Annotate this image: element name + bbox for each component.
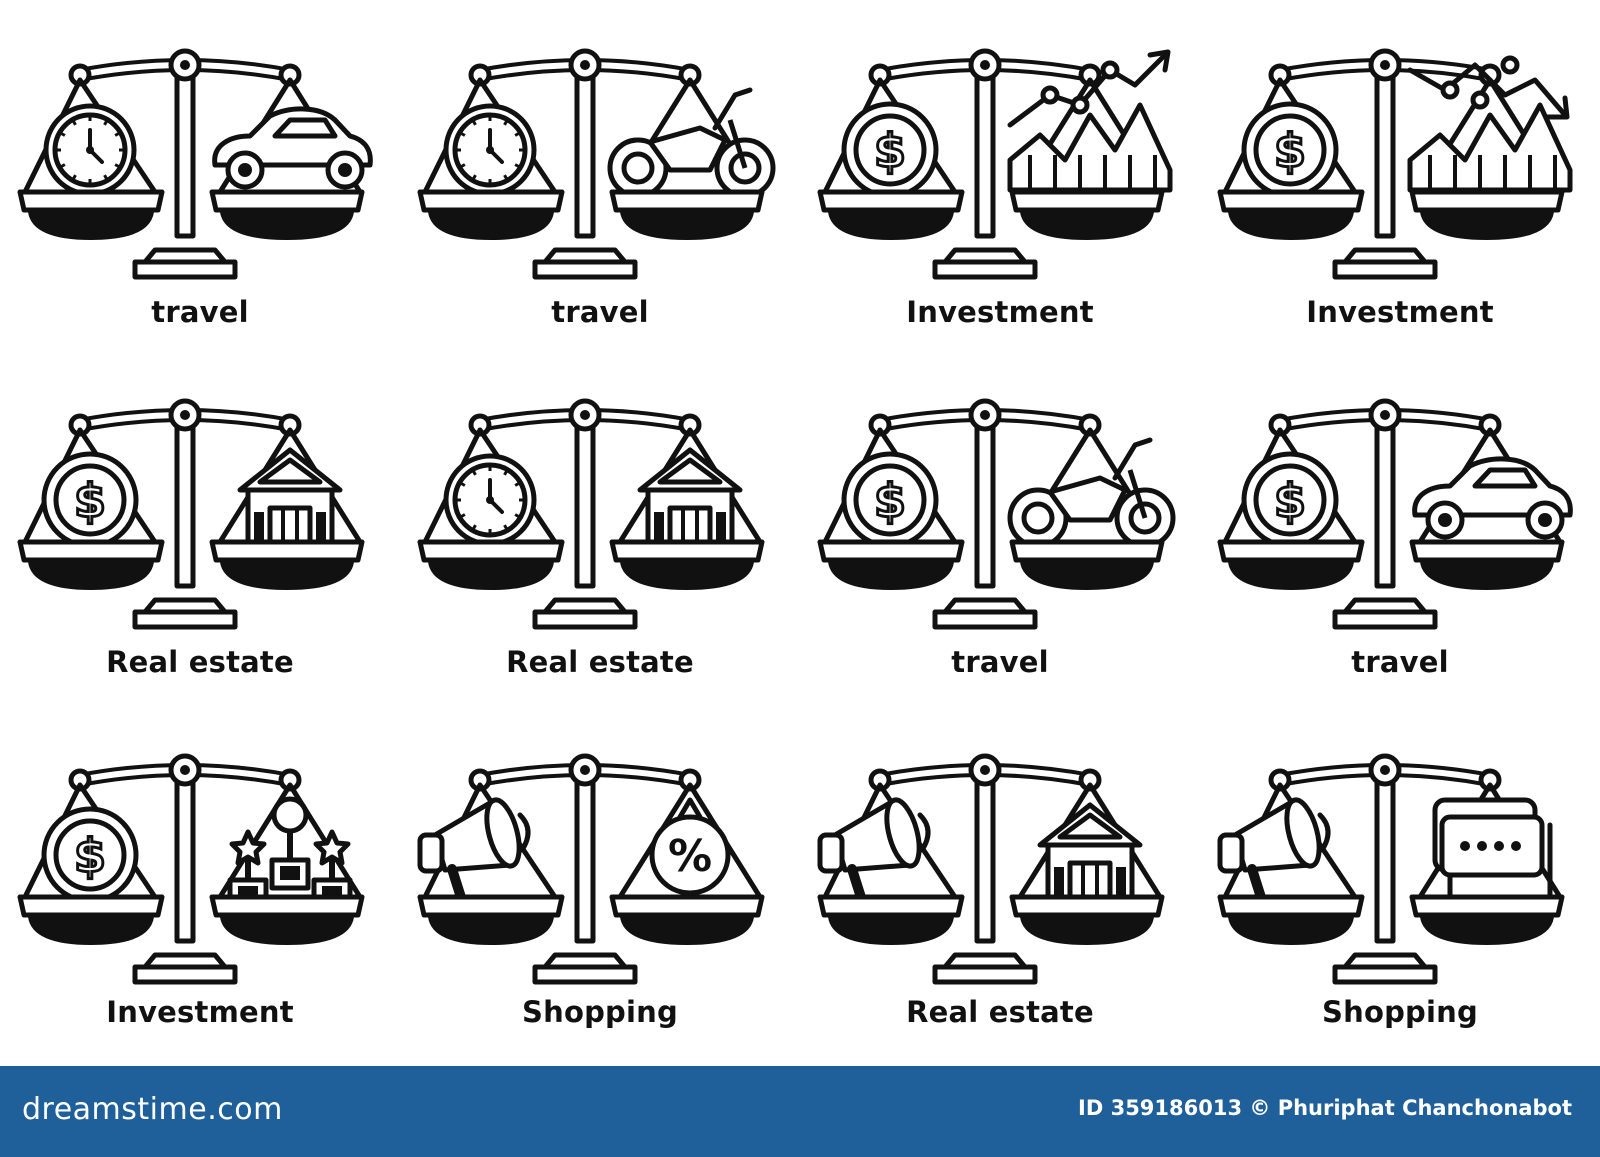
panel-label: Investment <box>106 995 294 1029</box>
house-icon <box>1037 802 1143 910</box>
clock-icon <box>43 103 137 197</box>
clock-icon <box>443 103 537 197</box>
motorcycle-icon <box>607 87 776 199</box>
dollar-coin-icon: $ <box>41 451 139 549</box>
panel-label: travel <box>151 295 249 329</box>
scale-panel: $ Investment <box>1200 40 1600 395</box>
chart-up-icon <box>1007 49 1173 193</box>
panel-label: Real estate <box>106 645 294 679</box>
panel-label: Shopping <box>1322 995 1478 1029</box>
svg-text:%: % <box>668 831 712 882</box>
scale-panel: travel <box>0 40 400 395</box>
panel-label: travel <box>951 645 1049 679</box>
panel-label: Investment <box>1306 295 1494 329</box>
car-icon <box>1412 456 1573 540</box>
scale-panel: $ Investment <box>800 40 1200 395</box>
svg-text:$: $ <box>874 124 906 178</box>
house-icon <box>637 447 743 555</box>
discount-icon: % <box>649 797 731 896</box>
scale-panel: $ Real estate <box>0 390 400 745</box>
clock-icon <box>443 453 537 547</box>
panel-label: travel <box>551 295 649 329</box>
svg-text:$: $ <box>1274 124 1306 178</box>
dollar-coin-icon: $ <box>1241 451 1339 549</box>
scale-panel: % Shopping <box>400 745 800 1100</box>
image-credit: ID 359186013 © Phuriphat Chanchonabot <box>1078 1096 1572 1120</box>
panel-label: Real estate <box>506 645 694 679</box>
chat-bubble-icon <box>1432 797 1553 908</box>
panel-label: Real estate <box>906 995 1094 1029</box>
svg-text:$: $ <box>74 474 106 528</box>
house-icon <box>237 447 343 555</box>
scale-panel: travel <box>400 40 800 395</box>
scale-panel: Shopping <box>1200 745 1600 1100</box>
dollar-coin-icon: $ <box>841 101 939 199</box>
car-icon <box>212 106 373 190</box>
svg-text:$: $ <box>74 829 106 883</box>
dollar-coin-icon: $ <box>841 451 939 549</box>
panel-label: travel <box>1351 645 1449 679</box>
megaphone-icon <box>417 797 531 915</box>
scale-panel: $ travel <box>800 390 1200 745</box>
dollar-coin-icon: $ <box>41 806 139 904</box>
panel-label: Shopping <box>522 995 678 1029</box>
megaphone-icon <box>1217 797 1331 915</box>
scale-panel: Real estate <box>800 745 1200 1100</box>
scale-panel: $ travel <box>1200 390 1600 745</box>
svg-text:$: $ <box>1274 474 1306 528</box>
motorcycle-icon <box>1007 437 1176 549</box>
watermark-footer: dreamstime.com ID 359186013 © Phuriphat … <box>0 1066 1600 1157</box>
dollar-coin-icon: $ <box>1241 101 1339 199</box>
megaphone-icon <box>817 797 931 915</box>
site-logo: dreamstime.com <box>22 1092 283 1127</box>
panel-label: Investment <box>906 295 1094 329</box>
icon-grid: travel travel $ Investment $ Investment … <box>0 40 1600 1029</box>
scale-panel: $ Investment <box>0 745 400 1100</box>
chart-down-icon <box>1407 55 1573 193</box>
scale-panel: Real estate <box>400 390 800 745</box>
svg-text:$: $ <box>874 474 906 528</box>
